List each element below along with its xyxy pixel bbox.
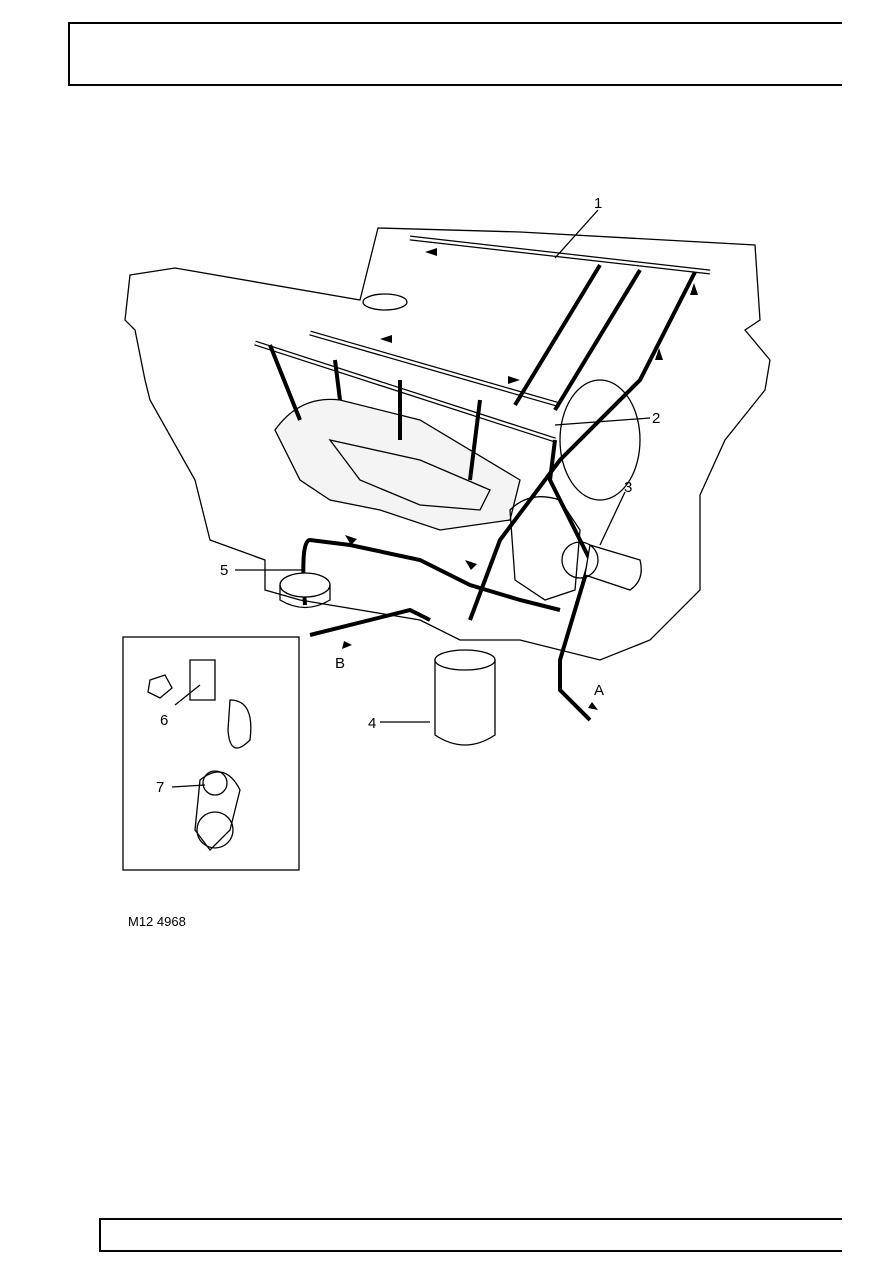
oil-pump-housing (509, 496, 581, 601)
callout-5: 5 (220, 562, 228, 579)
page-header-box (68, 22, 842, 86)
callout-4: 4 (368, 715, 376, 732)
figure-id: M12 4968 (128, 914, 186, 929)
callout-leaders (171, 209, 651, 788)
callout-7: 7 (156, 779, 164, 796)
callout-3: 3 (624, 479, 632, 496)
callout-1: 1 (594, 195, 602, 212)
flow-arrows (342, 248, 698, 710)
callout-2: 2 (652, 410, 660, 427)
oil-gallery-pipes (268, 263, 697, 722)
oil-filler (362, 293, 408, 311)
crankshaft (328, 438, 491, 511)
relief-valve (584, 544, 642, 591)
flow-label-b: B (335, 655, 345, 672)
engine-block-outline (124, 227, 771, 661)
cylinder-head-left (274, 398, 521, 531)
flow-label-a: A (594, 682, 604, 699)
oil-filter (434, 659, 496, 746)
page-footer-box (99, 1218, 842, 1252)
front-cover (559, 379, 641, 501)
callout-6: 6 (160, 712, 168, 729)
detail-inset (122, 636, 300, 871)
oil-strainer (279, 572, 331, 598)
